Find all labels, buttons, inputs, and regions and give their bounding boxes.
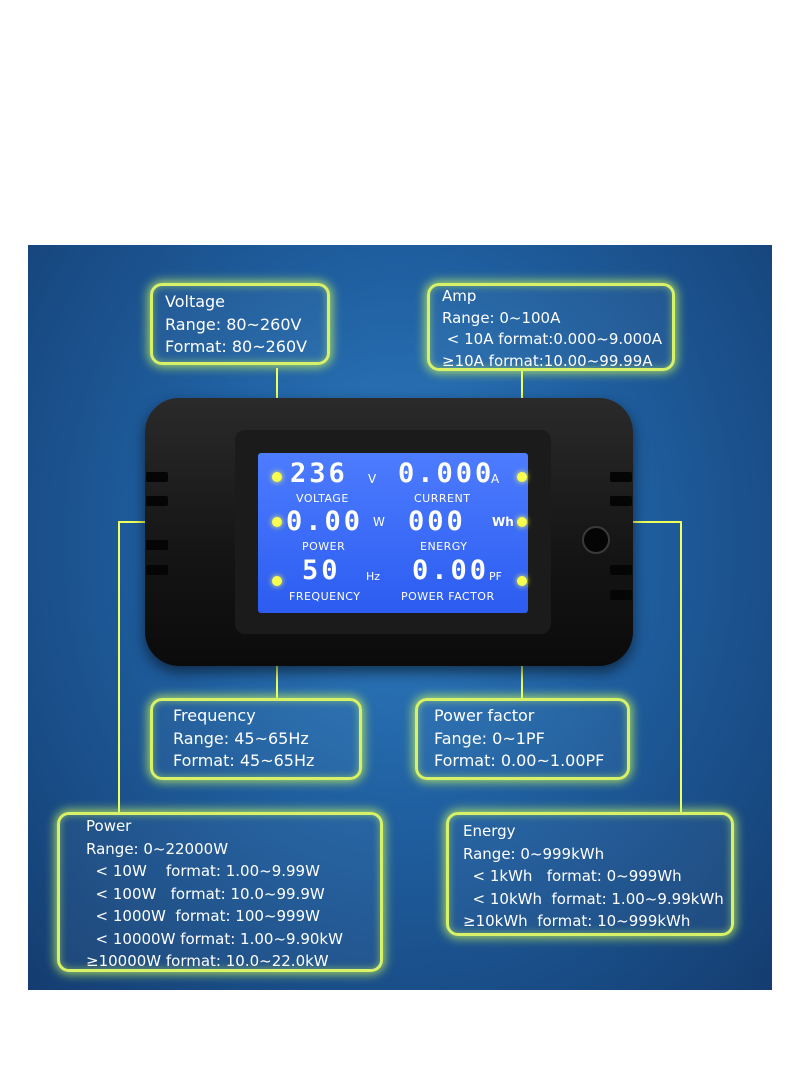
power-callout-title: Power — [86, 817, 132, 835]
right-vent-slot — [610, 565, 632, 575]
voltage-callout-format: Format: 80~260V — [165, 337, 308, 356]
power-callout-format-max: ≥10000W format: 10.0~22.0kW — [86, 952, 329, 970]
pf-indicator-dot — [517, 576, 527, 586]
power-reading: 0.00 — [286, 506, 364, 537]
power-callout-format-100w: < 100W format: 10.0~99.9W — [86, 884, 325, 903]
voltage-unit: V — [368, 472, 377, 486]
power-factor-reading: 0.00 — [412, 555, 490, 586]
power-factor-label: POWER FACTOR — [401, 590, 495, 603]
power-factor-callout: Power factor Fange: 0~1PF Format: 0.00~1… — [415, 698, 630, 780]
left-vent-slot — [146, 496, 168, 506]
frequency-label: FREQUENCY — [289, 590, 361, 603]
reset-button[interactable] — [582, 526, 610, 554]
frequency-reading: 50 — [302, 555, 341, 586]
amp-callout: Amp Range: 0~100A < 10A format:0.000~9.0… — [427, 283, 675, 371]
voltage-indicator-dot — [272, 472, 282, 482]
power-callout-range: Range: 0~22000W — [86, 839, 229, 858]
energy-leader-vertical — [680, 521, 682, 812]
frequency-unit: Hz — [366, 570, 381, 583]
amp-callout-format-high: ≥10A format:10.00~99.99A — [442, 351, 653, 370]
amp-callout-range: Range: 0~100A — [442, 308, 561, 327]
amp-callout-format-low: < 10A format:0.000~9.000A — [442, 330, 663, 348]
power-indicator-dot — [272, 517, 282, 527]
energy-callout-title: Energy — [463, 822, 516, 840]
current-reading: 0.000 — [398, 458, 495, 489]
energy-reading: 000 — [408, 506, 466, 537]
energy-callout-format-1kwh: < 1kWh format: 0~999Wh — [463, 867, 682, 885]
frequency-callout: Frequency Range: 45~65Hz Format: 45~65Hz — [150, 698, 362, 780]
power-factor-unit: PF — [489, 570, 502, 583]
left-vent-slot — [146, 472, 168, 482]
energy-callout: Energy Range: 0~999kWh < 1kWh format: 0~… — [446, 812, 734, 936]
current-unit: A — [491, 472, 500, 486]
right-vent-slot — [610, 590, 632, 600]
energy-callout-format-max: ≥10kWh format: 10~999kWh — [463, 912, 691, 930]
amp-callout-title: Amp — [442, 287, 477, 305]
left-vent-slot — [146, 540, 168, 550]
frequency-callout-format: Format: 45~65Hz — [173, 751, 315, 770]
right-vent-slot — [610, 496, 632, 506]
energy-unit: Wh — [492, 515, 514, 529]
power-leader-vertical — [118, 521, 120, 812]
energy-callout-format-10kwh: < 10kWh format: 1.00~9.99kWh — [463, 889, 724, 908]
power-factor-callout-title: Power factor — [434, 706, 535, 725]
voltage-callout-range: Range: 80~260V — [165, 314, 302, 334]
frequency-indicator-dot — [272, 576, 282, 586]
left-vent-slot — [146, 565, 168, 575]
power-callout-format-10000w: < 10000W format: 1.00~9.90kW — [86, 929, 343, 948]
power-unit: W — [373, 515, 385, 529]
voltage-reading: 236 — [290, 458, 348, 489]
right-vent-slot — [610, 472, 632, 482]
frequency-callout-range: Range: 45~65Hz — [173, 728, 309, 748]
energy-label: ENERGY — [420, 540, 468, 553]
voltage-callout: Voltage Range: 80~260V Format: 80~260V — [150, 283, 330, 365]
power-label: POWER — [302, 540, 346, 553]
voltage-callout-title: Voltage — [165, 292, 226, 311]
amp-indicator-dot — [517, 472, 527, 482]
energy-callout-range: Range: 0~999kWh — [463, 844, 605, 863]
power-callout-format-10w: < 10W format: 1.00~9.99W — [86, 862, 320, 880]
energy-indicator-dot — [517, 517, 527, 527]
current-label: CURRENT — [414, 492, 471, 505]
lcd-screen — [258, 453, 528, 613]
frequency-callout-title: Frequency — [173, 706, 256, 725]
voltage-label: VOLTAGE — [296, 492, 349, 505]
power-callout-format-1000w: < 1000W format: 100~999W — [86, 907, 320, 925]
power-factor-callout-range: Fange: 0~1PF — [434, 728, 545, 748]
power-factor-callout-format: Format: 0.00~1.00PF — [434, 751, 605, 770]
power-callout: Power Range: 0~22000W < 10W format: 1.00… — [57, 812, 383, 972]
